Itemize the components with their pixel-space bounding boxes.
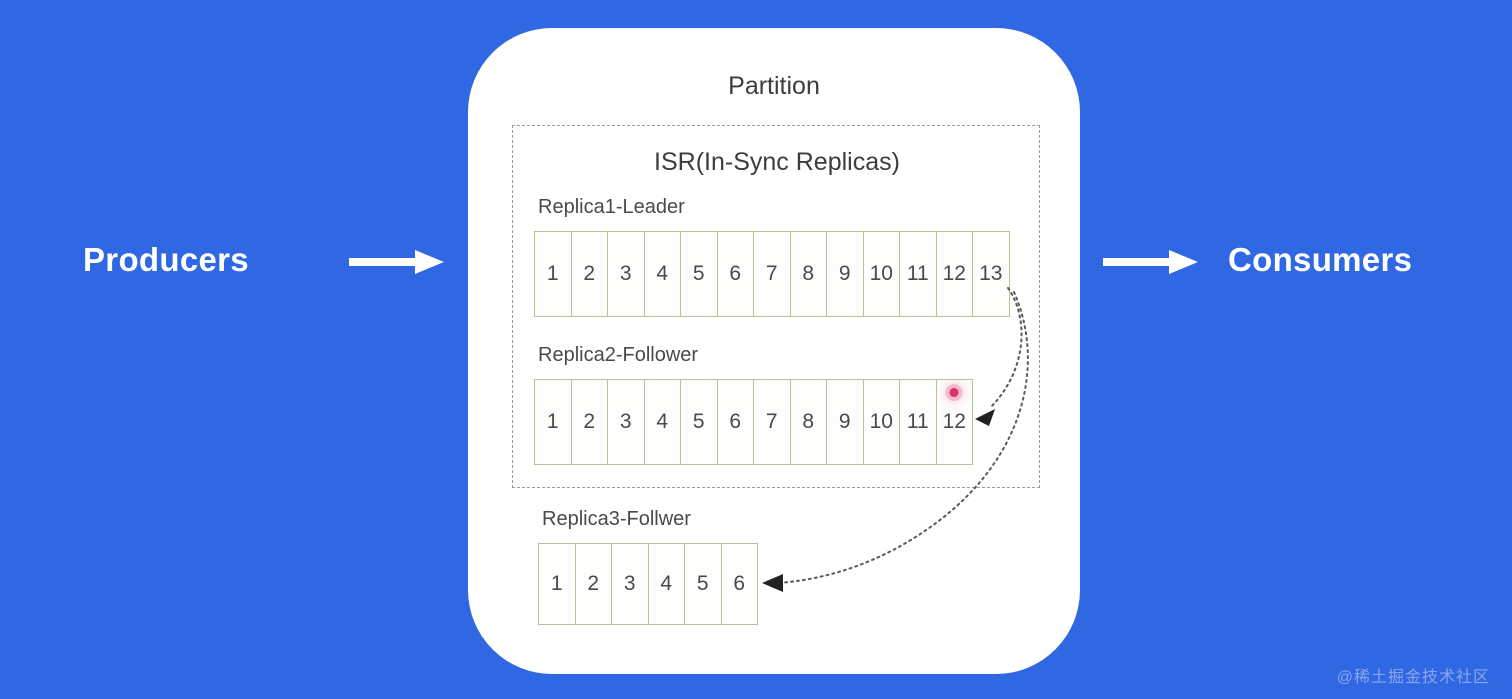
offset-cell: 9 [827, 379, 864, 465]
offset-cell-label: 1 [546, 410, 559, 433]
offset-cell: 8 [790, 379, 827, 465]
offset-cell: 11 [900, 231, 937, 317]
offset-cell-label: 10 [869, 262, 893, 285]
sync-marker-dot-icon [949, 388, 959, 397]
offset-cell: 4 [644, 379, 681, 465]
offset-cell: 7 [754, 231, 791, 317]
offset-cell-label: 3 [623, 572, 636, 595]
offset-cell: 4 [648, 543, 685, 625]
replica1-name: Replica1-Leader [538, 196, 685, 218]
replica3-name: Replica3-Follwer [542, 508, 691, 530]
offset-cell-label: 11 [906, 262, 929, 285]
offset-cell: 6 [721, 543, 758, 625]
offset-cell: 9 [827, 231, 864, 317]
offset-cell-label: 4 [660, 572, 673, 595]
offset-cell-label: 3 [619, 262, 632, 285]
consumers-arrow-right-icon [1103, 250, 1198, 274]
isr-title: ISR(In-Sync Replicas) [654, 148, 900, 176]
offset-cell: 12 [936, 379, 973, 465]
offset-cell: 11 [900, 379, 937, 465]
offset-cell-label: 7 [765, 410, 778, 433]
offset-cell: 1 [535, 231, 572, 317]
isr-dashed-box: ISR(In-Sync Replicas) [512, 125, 1040, 488]
offset-cell-label: 4 [656, 262, 669, 285]
offset-cell-label: 6 [733, 572, 746, 595]
offset-cell: 1 [535, 379, 572, 465]
offset-cell-label: 9 [838, 262, 851, 285]
offset-cell: 10 [863, 379, 900, 465]
offset-cell-label: 3 [619, 410, 632, 433]
offset-cell-label: 9 [838, 410, 851, 433]
offset-cell-label: 12 [942, 410, 966, 433]
producers-arrow-right-icon [349, 250, 444, 274]
offset-cell-label: 2 [583, 410, 596, 433]
offset-cell: 13 [973, 231, 1010, 317]
offset-cell: 3 [612, 543, 649, 625]
offset-cell-label: 11 [906, 410, 929, 433]
offset-cell-label: 1 [550, 572, 563, 595]
producers-label: Producers [83, 241, 249, 278]
offset-cell-label: 5 [692, 262, 705, 285]
offset-cell: 10 [863, 231, 900, 317]
offset-cell-label: 1 [546, 262, 559, 285]
offset-cell-label: 6 [729, 410, 742, 433]
offset-cell: 6 [717, 379, 754, 465]
offset-cell: 12 [936, 231, 973, 317]
offset-cell: 6 [717, 231, 754, 317]
offset-cell: 8 [790, 231, 827, 317]
offset-cell: 1 [539, 543, 576, 625]
offset-cell-label: 2 [587, 572, 600, 595]
offset-cell-label: 8 [802, 262, 815, 285]
offset-cell: 2 [571, 231, 608, 317]
offset-cell-label: 5 [692, 410, 705, 433]
offset-cell-label: 10 [869, 410, 893, 433]
offset-cell-label: 2 [583, 262, 596, 285]
offset-cell: 2 [575, 543, 612, 625]
offset-cell: 5 [685, 543, 722, 625]
offset-cell: 3 [608, 231, 645, 317]
offset-cell-label: 12 [942, 262, 966, 285]
watermark: @稀土掘金技术社区 [1336, 669, 1490, 686]
offset-cell: 3 [608, 379, 645, 465]
offset-cell-label: 8 [802, 410, 815, 433]
consumers-label: Consumers [1228, 241, 1413, 278]
offset-cell-label: 7 [765, 262, 778, 285]
offset-cell-label: 4 [656, 410, 669, 433]
offset-cell: 5 [681, 231, 718, 317]
offset-cell-label: 6 [729, 262, 742, 285]
offset-cell: 2 [571, 379, 608, 465]
offset-cell: 7 [754, 379, 791, 465]
partition-title: Partition [728, 72, 820, 100]
offset-cell-label: 13 [979, 262, 1003, 285]
replica2-name: Replica2-Follower [538, 344, 699, 366]
offset-cell: 5 [681, 379, 718, 465]
offset-cell: 4 [644, 231, 681, 317]
offset-cell-label: 5 [696, 572, 709, 595]
